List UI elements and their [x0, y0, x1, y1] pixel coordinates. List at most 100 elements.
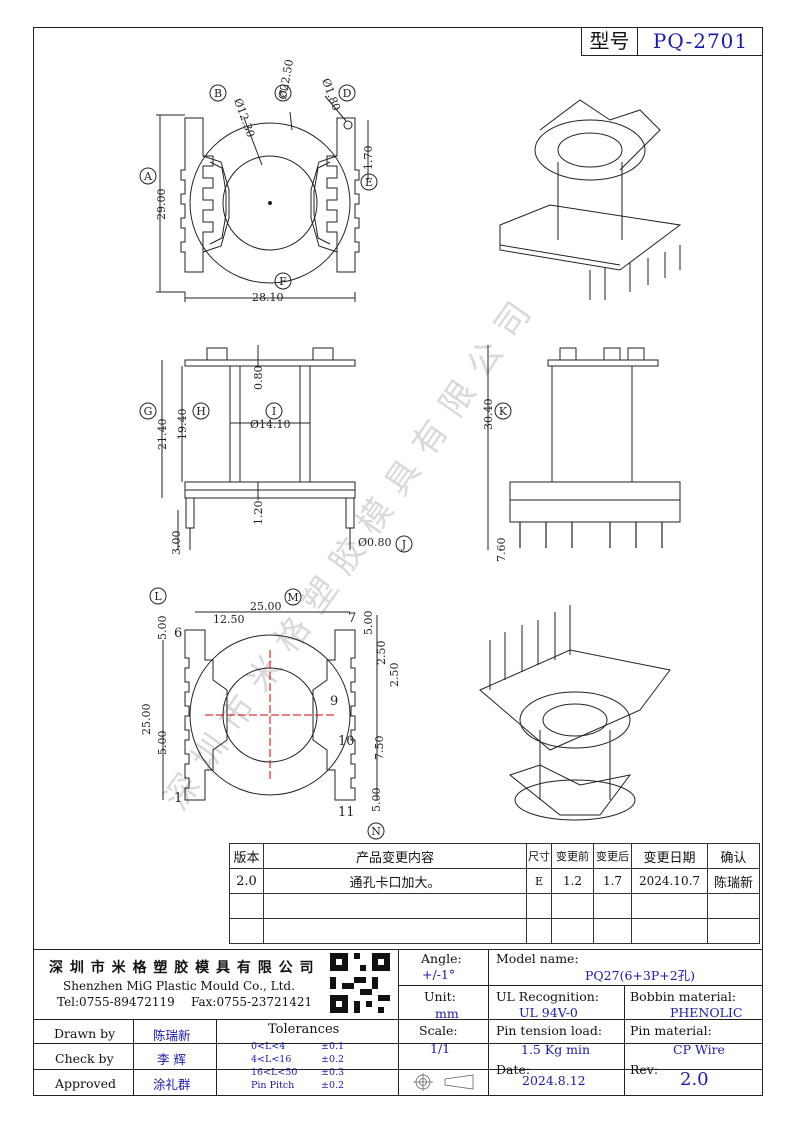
dim-top-phi-inner: Ø12.30: [231, 97, 257, 140]
callout-n: N: [371, 825, 381, 838]
top-view: [156, 95, 369, 302]
model-code: PQ-2701: [652, 29, 749, 53]
date-label: Date:: [496, 1062, 531, 1077]
callout-e: E: [365, 176, 373, 189]
dim-top-slot: 1.70: [362, 146, 375, 171]
pin-material-value: CP Wire: [673, 1042, 725, 1057]
ul-label: UL Recognition:: [496, 989, 600, 1004]
isometric-bottom: [479, 605, 671, 821]
rev-header: 尺寸: [526, 843, 552, 869]
callouts: [139, 84, 512, 840]
isometric-top: [499, 99, 682, 300]
qr-code: [330, 953, 390, 1013]
dim-bottom-pitch-c: 2.50: [375, 641, 388, 666]
pin-number-9: 9: [330, 694, 338, 709]
pin-number-6: 6: [174, 626, 182, 641]
tolerance-value: ±0.3: [321, 1067, 345, 1078]
tolerance-value: ±0.2: [321, 1080, 345, 1091]
ul-value: UL 94V-0: [519, 1005, 578, 1020]
tolerance-range: Pin Pitch: [251, 1080, 295, 1091]
revision-header-row: 版本 产品变更内容 尺寸 变更前 变更后 变更日期 确认: [229, 843, 760, 869]
pin-material-label: Pin material:: [630, 1023, 712, 1038]
date-value: 2024.8.12: [522, 1073, 586, 1088]
dim-front-height: 30.40: [482, 399, 495, 431]
projection-symbol-icon: [411, 1073, 481, 1091]
angle-label: Angle:: [421, 951, 462, 966]
type-label: 型号: [582, 27, 638, 55]
dim-side-pin-dia: Ø0.80: [358, 536, 392, 549]
revision-table: 版本 产品变更内容 尺寸 变更前 变更后 变更日期 确认 2.0 通孔卡口加大。…: [229, 843, 760, 944]
callout-a: A: [143, 170, 153, 183]
callout-k: K: [499, 405, 508, 418]
revision-row: [229, 918, 760, 944]
front-view: [487, 345, 681, 550]
rev-cell: E: [526, 868, 552, 894]
rev-header: 确认: [707, 843, 760, 869]
pin-number-11: 11: [338, 805, 355, 820]
revision-row: 2.0 通孔卡口加大。 E 1.2 1.7 2024.10.7 陈瑞新: [229, 868, 760, 894]
tolerance-range: 0<L<4: [251, 1041, 286, 1052]
side-view: [161, 345, 356, 550]
dim-front-pin: 7.60: [495, 538, 508, 563]
revision-row: [229, 893, 760, 919]
rev-cell: 1.7: [593, 868, 632, 894]
callout-h: H: [196, 405, 206, 418]
dim-bottom-pitch-d: 7.50: [373, 736, 386, 761]
dim-bottom-pitch-f: 2.50: [388, 663, 401, 688]
company-name-en: Shenzhen MiG Plastic Mould Co., Ltd.: [63, 979, 295, 993]
scale-label: Scale:: [419, 1023, 458, 1038]
dim-bottom-half: 12.50: [213, 613, 245, 626]
rev-label: Rev:: [630, 1062, 659, 1077]
rev-header: 版本: [229, 843, 264, 869]
approved-value: 涂礼群: [153, 1077, 191, 1092]
dim-side-flange-bottom: 1.20: [252, 501, 265, 526]
dim-bottom-pitch-a: 5.00: [156, 616, 169, 641]
pin-number-10: 10: [338, 734, 355, 749]
bottom-view: [162, 611, 378, 801]
callout-d: D: [343, 87, 352, 100]
unit-value: mm: [435, 1006, 459, 1021]
company-fax: Fax:0755-23721421: [191, 995, 313, 1009]
rev-header: 变更后: [593, 843, 632, 869]
tolerances-title: Tolerances: [268, 1022, 340, 1037]
dim-side-height-outer: 21.40: [156, 419, 169, 451]
bobbin-material-label: Bobbin material:: [630, 989, 737, 1004]
callout-l: L: [154, 590, 162, 603]
callout-b: B: [214, 87, 222, 100]
dim-bottom-width: 25.00: [250, 600, 282, 613]
callout-j: J: [401, 538, 406, 551]
callout-c: C: [279, 87, 287, 100]
rev-header: 变更前: [551, 843, 594, 869]
company-tel: Tel:0755-89472119: [57, 995, 175, 1009]
rev-value: 2.0: [680, 1069, 709, 1090]
dim-top-height: 29.00: [155, 189, 168, 221]
dim-side-pin-length: 3.00: [170, 531, 183, 556]
callout-g: G: [144, 405, 153, 418]
drawn-by-label: Drawn by: [54, 1026, 116, 1041]
approved-label: Approved: [55, 1076, 116, 1091]
tolerance-range: 16<L<50: [251, 1067, 298, 1078]
model-name-value: PQ27(6+3P+2孔): [585, 968, 696, 983]
model-name-label: Model name:: [496, 951, 579, 966]
tolerance-value: ±0.2: [321, 1054, 345, 1065]
pin-number-7: 7: [348, 611, 356, 626]
rev-header: 产品变更内容: [263, 843, 527, 869]
dim-bottom-height: 25.00: [140, 704, 153, 736]
dim-bottom-pitch-g: 5.00: [370, 788, 383, 813]
dim-top-width: 28.10: [252, 291, 284, 304]
bobbin-material-value: PHENOLIC: [670, 1005, 743, 1020]
rev-cell: 2.0: [229, 868, 264, 894]
callout-i: I: [272, 405, 276, 418]
model-code-box: 型号 PQ-2701: [581, 27, 763, 56]
rev-cell: 陈瑞新: [707, 868, 760, 894]
callout-f: F: [279, 275, 287, 288]
rev-cell: 2024.10.7: [631, 868, 708, 894]
tolerance-range: 4<L<16: [251, 1054, 292, 1065]
callout-m: M: [287, 591, 298, 604]
dim-side-height-inner: 19.40: [176, 409, 189, 441]
title-block: 深 圳 市 米 格 塑 胶 模 具 有 限 公 司 Shenzhen MiG P…: [33, 949, 763, 1096]
rev-header: 变更日期: [631, 843, 708, 869]
pin-tension-value: 1.5 Kg min: [521, 1042, 591, 1057]
pin-tension-label: Pin tension load:: [496, 1023, 603, 1038]
